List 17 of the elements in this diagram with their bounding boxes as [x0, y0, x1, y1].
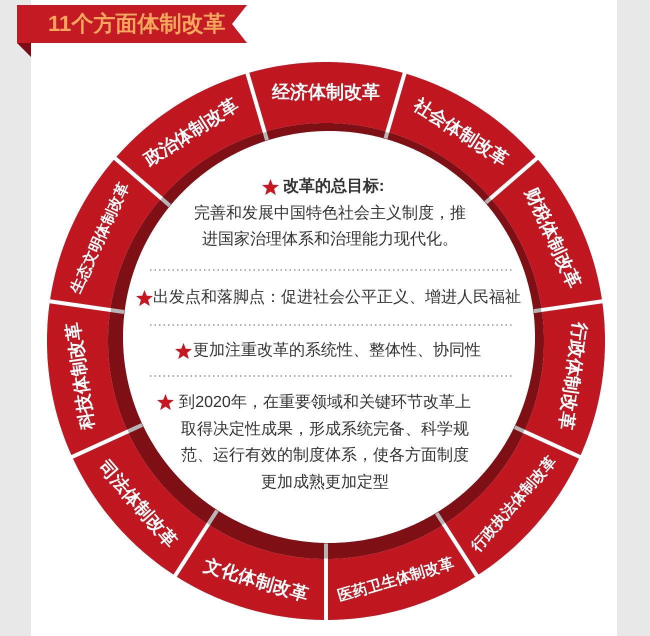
section-heading: 改革的总目标:	[283, 177, 384, 197]
title-banner: 11个方面体制改革	[17, 5, 247, 57]
segment-label: 经济体制改革	[272, 83, 380, 101]
bullet-text: 出发点和落脚点：促进社会公平正义、增进人民福祉	[153, 288, 521, 308]
segment-label: 行政执法体制改革	[469, 454, 560, 554]
segment-label: 生态文明体制改革	[68, 180, 132, 296]
bullet-text: 更加注重改革的系统性、整体性、协同性	[193, 341, 481, 361]
bullet-text: 到2020年，在重要领域和关键环节改革上取得决定性成果，形成系统完备、科学规范、运行有效的制度体系，使各方面制度更加成熟更加定型	[178, 392, 472, 492]
paragraph: 完善和发展中国特色社会主义制度，推进国家治理体系和治理能力现代化。	[193, 203, 467, 250]
segment-label: 社会体制改革	[410, 94, 511, 168]
segment-label: 科技体制改革	[62, 322, 96, 432]
segment-label: 医药卫生体制改革	[336, 556, 456, 604]
segment-label: 财税体制改革	[522, 184, 584, 290]
segment-label: 司法体制改革	[96, 457, 180, 551]
segment-label: 行政体制改革	[556, 322, 590, 432]
segment-label: 政治体制改革	[141, 94, 242, 168]
segment-label: 文化体制改革	[201, 556, 310, 604]
